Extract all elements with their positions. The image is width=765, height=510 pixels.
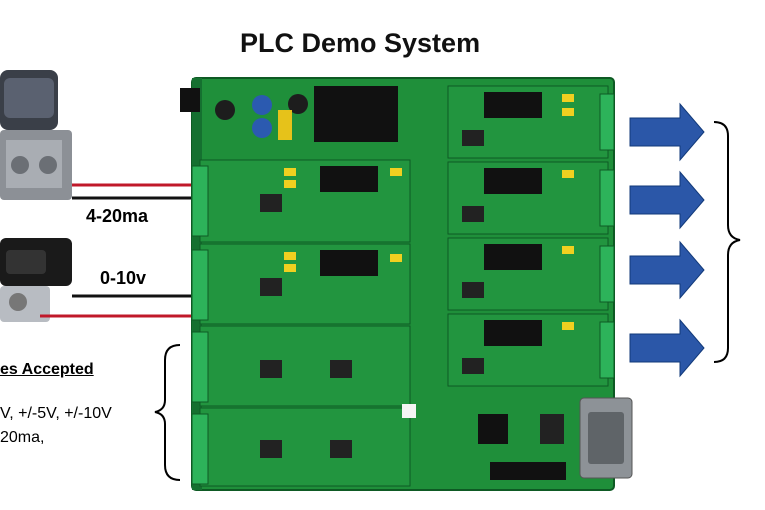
accepted-inputs-line-2: 20ma, [0, 429, 45, 446]
accepted-inputs-line-1: V, +/-5V, +/-10V [0, 405, 112, 422]
accepted-inputs-heading: es Accepted [0, 361, 94, 378]
output-arrow [629, 170, 705, 230]
output-arrow [629, 318, 705, 378]
diagram-title: PLC Demo System [240, 28, 481, 58]
pcb-board [180, 77, 633, 491]
output-arrow [629, 240, 705, 300]
output-arrow [629, 102, 705, 162]
sensor-device [0, 238, 72, 322]
current-loop-wires [72, 183, 196, 200]
accepted-inputs-note: es Accepted V, +/-5V, +/-10V 20ma, [0, 358, 112, 450]
input-brace [154, 344, 181, 481]
current-loop-label: 4-20ma [86, 206, 149, 226]
output-arrows [629, 102, 705, 378]
voltage-label: 0-10v [100, 268, 147, 288]
pressure-transmitter-device [0, 70, 72, 200]
output-brace [713, 121, 741, 363]
voltage-wires [40, 294, 196, 318]
